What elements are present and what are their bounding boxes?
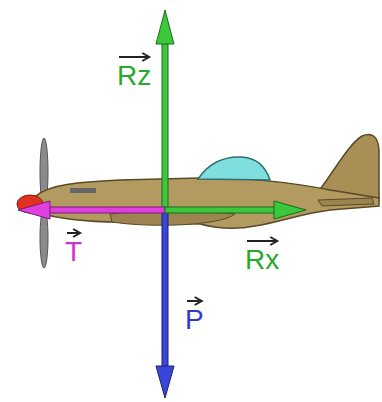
accent-line — [67, 232, 78, 234]
accent-line — [119, 56, 147, 58]
weight-label: P — [184, 306, 205, 334]
weight-shaft — [162, 210, 168, 370]
lift-label: Rz — [116, 62, 152, 90]
lift-head — [156, 10, 174, 44]
lift-shaft — [162, 40, 168, 210]
thrust-label: T — [64, 238, 83, 266]
accent-line — [187, 300, 200, 302]
vector-accent — [67, 229, 80, 237]
exhaust — [70, 188, 96, 193]
vector-accent — [119, 53, 149, 61]
accent-head — [142, 53, 149, 61]
thrust-shaft — [46, 207, 165, 213]
vector-accent — [187, 297, 202, 305]
vector-accent — [247, 237, 277, 245]
drag-shaft — [165, 207, 277, 213]
stabilizer — [318, 198, 374, 206]
thrust-head — [18, 201, 50, 219]
accent-line — [247, 240, 275, 242]
force-vectors — [18, 10, 306, 398]
accent-head — [270, 237, 277, 245]
drag-head — [274, 201, 306, 219]
drag-label: Rx — [244, 246, 280, 274]
canopy — [198, 157, 270, 180]
accent-head — [73, 229, 80, 237]
accent-head — [195, 297, 202, 305]
weight-head — [156, 366, 174, 398]
fuselage — [36, 178, 379, 228]
